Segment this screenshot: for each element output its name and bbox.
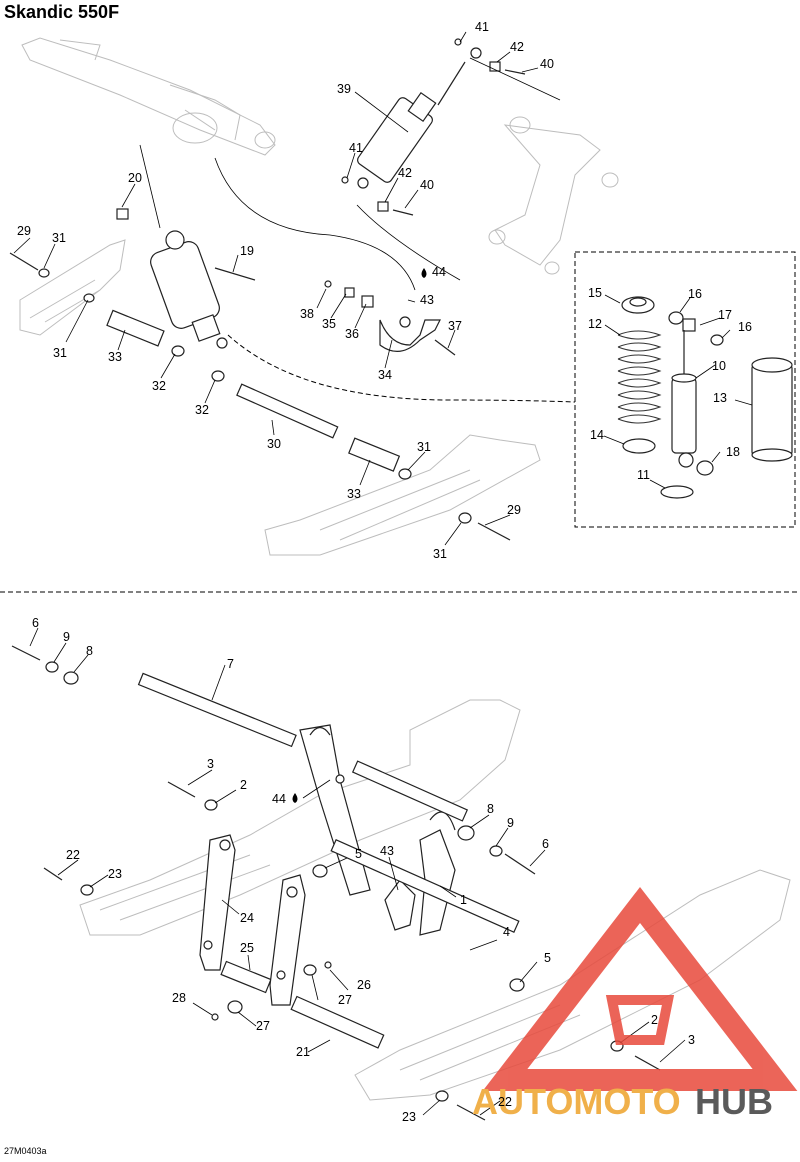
links-24-25 <box>199 834 332 1021</box>
callout-5: 5 <box>544 951 551 965</box>
callout-31: 31 <box>433 547 447 561</box>
front-shock-39 <box>357 47 482 189</box>
front-bracket-1 <box>299 724 456 936</box>
callout-41: 41 <box>349 141 363 155</box>
callout-41: 41 <box>475 20 489 34</box>
callout-33: 33 <box>347 487 361 501</box>
callout-9: 9 <box>507 816 514 830</box>
callout-22: 22 <box>66 848 80 862</box>
rear-arm-ghost <box>21 37 276 156</box>
automotohub-logo <box>482 886 798 1091</box>
callout-29: 29 <box>507 503 521 517</box>
assembly-arrows-top <box>0 57 800 593</box>
callout-21: 21 <box>296 1045 310 1059</box>
callout-1: 1 <box>460 893 467 907</box>
callout-44: 44 <box>432 265 446 279</box>
watermark-right: HUB <box>695 1081 773 1122</box>
right-rail-ghost-top <box>264 434 541 556</box>
callout-7: 7 <box>227 657 234 671</box>
callout-19: 19 <box>240 244 254 258</box>
callout-42: 42 <box>510 40 524 54</box>
callout-6: 6 <box>542 837 549 851</box>
callout-17: 17 <box>718 308 732 322</box>
left-hardware-bottom <box>11 645 218 896</box>
watermark-left: AUTOMOTO <box>472 1081 681 1122</box>
callout-24: 24 <box>240 911 254 925</box>
spring-kit-parts <box>617 296 793 499</box>
rear-shock-main <box>150 230 256 349</box>
callout-27: 27 <box>338 993 352 1007</box>
oil-drop-icon <box>421 268 427 278</box>
callout-31: 31 <box>417 440 431 454</box>
oil-drop-icon <box>292 793 298 803</box>
callout-18: 18 <box>726 445 740 459</box>
callout-labels: 41 42 40 39 41 42 40 20 29 31 19 44 43 3… <box>17 20 752 1124</box>
callout-12: 12 <box>588 317 602 331</box>
callout-31: 31 <box>53 346 67 360</box>
callout-44: 44 <box>272 792 286 806</box>
callout-27: 27 <box>256 1019 270 1033</box>
callout-15: 15 <box>588 286 602 300</box>
callout-42: 42 <box>398 166 412 180</box>
axle-spacers-top <box>9 208 511 541</box>
callout-33: 33 <box>108 350 122 364</box>
diagram-code: 27M0403a <box>4 1146 47 1156</box>
callout-13: 13 <box>713 391 727 405</box>
callout-10: 10 <box>712 359 726 373</box>
callout-23: 23 <box>108 867 122 881</box>
callout-40: 40 <box>420 178 434 192</box>
callout-32: 32 <box>152 379 166 393</box>
cross-shafts-bottom <box>137 672 536 1049</box>
callout-36: 36 <box>345 327 359 341</box>
leader-lines <box>13 31 753 1116</box>
callout-9: 9 <box>63 630 70 644</box>
callout-28: 28 <box>172 991 186 1005</box>
callout-25: 25 <box>240 941 254 955</box>
callout-5: 5 <box>355 847 362 861</box>
callout-14: 14 <box>590 428 604 442</box>
callout-35: 35 <box>322 317 336 331</box>
callout-40: 40 <box>540 57 554 71</box>
callout-29: 29 <box>17 224 31 238</box>
callout-20: 20 <box>128 171 142 185</box>
shock-hardware-top <box>341 38 526 216</box>
callout-38: 38 <box>300 307 314 321</box>
callout-31: 31 <box>52 231 66 245</box>
callout-26: 26 <box>357 978 371 992</box>
callout-37: 37 <box>448 319 462 333</box>
callout-43: 43 <box>380 844 394 858</box>
callout-6: 6 <box>32 616 39 630</box>
callout-8: 8 <box>487 802 494 816</box>
pivot-bracket-34 <box>324 280 456 356</box>
callout-30: 30 <box>267 437 281 451</box>
callout-3: 3 <box>207 757 214 771</box>
callout-3: 3 <box>688 1033 695 1047</box>
callout-4: 4 <box>503 925 510 939</box>
callout-16: 16 <box>688 287 702 301</box>
callout-22: 22 <box>498 1095 512 1109</box>
callout-43: 43 <box>420 293 434 307</box>
callout-8: 8 <box>86 644 93 658</box>
callout-34: 34 <box>378 368 392 382</box>
callout-2: 2 <box>651 1013 658 1027</box>
front-arm-ghost <box>488 116 619 275</box>
spring-kit-inset <box>574 251 796 528</box>
callout-23: 23 <box>402 1110 416 1124</box>
diagram-title: Skandic 550F <box>4 2 120 22</box>
callout-39: 39 <box>337 82 351 96</box>
callout-16: 16 <box>738 320 752 334</box>
callout-32: 32 <box>195 403 209 417</box>
callout-11: 11 <box>637 468 650 482</box>
callout-2: 2 <box>240 778 247 792</box>
